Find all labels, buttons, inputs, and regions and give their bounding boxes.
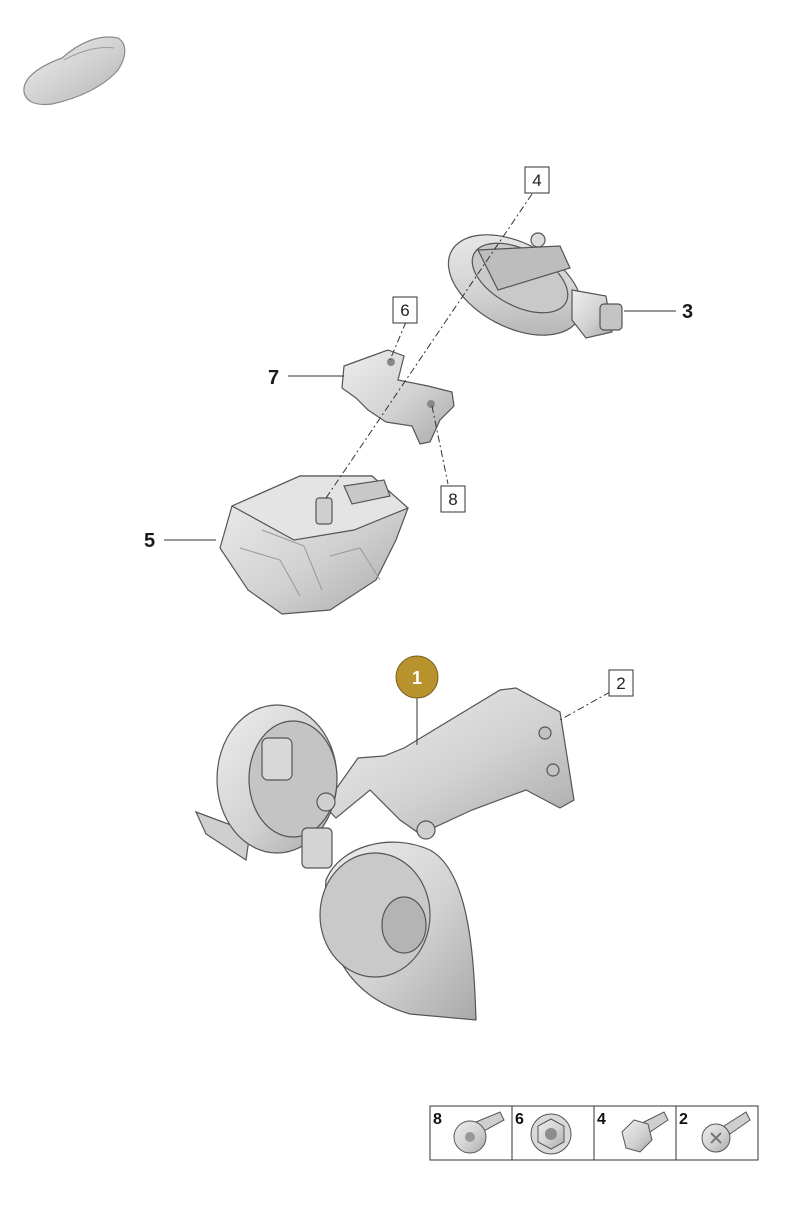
callout-box-item-4: 4 <box>524 166 550 194</box>
hex-bolt-icon <box>621 1111 669 1153</box>
legend-cell[interactable]: 8 <box>433 1111 505 1154</box>
legend-cell[interactable]: 6 <box>515 1111 572 1155</box>
assembly-axis-lines <box>325 193 611 721</box>
part-horn-module <box>219 475 410 615</box>
hex-nut-icon <box>530 1113 572 1155</box>
callout-item-2: 2 <box>616 674 625 693</box>
callout-item-5: 5 <box>144 530 155 552</box>
torx-bolt-icon <box>701 1111 751 1153</box>
callout-box-item-2: 2 <box>608 669 634 697</box>
callout-item-8: 8 <box>448 490 457 509</box>
callout-item-1: 1 <box>412 668 422 688</box>
callout-box-item-6: 6 <box>392 296 418 324</box>
callout-item-6: 6 <box>400 301 409 320</box>
callout-box-item-8: 8 <box>440 485 466 513</box>
part-small-bracket <box>341 349 455 445</box>
legend-cell[interactable]: 2 <box>679 1111 751 1153</box>
callout-item-4: 4 <box>532 171 541 190</box>
flange-bolt-icon <box>453 1111 505 1154</box>
vehicle-silhouette-icon <box>23 36 126 106</box>
legend-cell[interactable]: 4 <box>597 1111 669 1153</box>
legend-number: 4 <box>597 1111 606 1128</box>
legend-number: 2 <box>679 1111 688 1128</box>
part-compact-horn <box>447 232 623 339</box>
legend-number: 6 <box>515 1111 524 1128</box>
callout-item-7: 7 <box>268 367 279 389</box>
part-horn-assembly <box>194 687 575 1021</box>
callout-badge-item-1[interactable]: 1 <box>395 655 439 699</box>
legend-number: 8 <box>433 1111 442 1128</box>
fastener-legend: 8 6 4 2 <box>429 1105 759 1161</box>
leader-lines <box>164 310 676 745</box>
callout-item-3: 3 <box>682 301 693 323</box>
